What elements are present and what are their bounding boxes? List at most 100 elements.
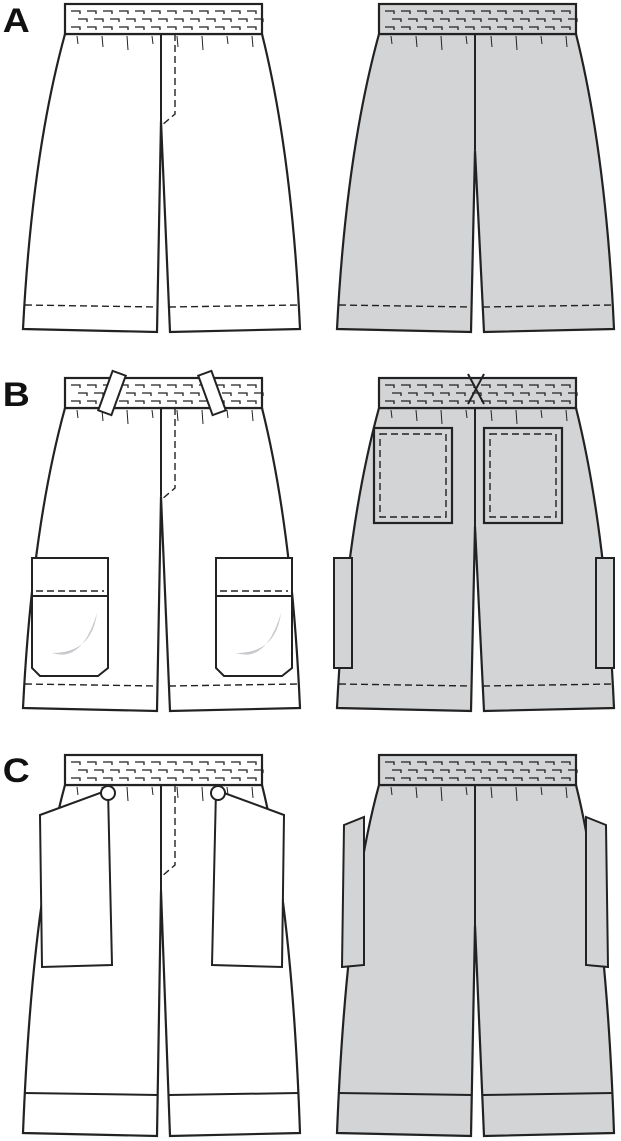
gather-mark <box>176 35 179 48</box>
elastic-stitch <box>87 761 97 765</box>
elastic-stitch <box>135 400 145 404</box>
elastic-stitch <box>449 777 459 781</box>
elastic-stitch <box>488 392 498 396</box>
cuff-fold <box>23 1092 300 1096</box>
elastic-stitch <box>408 18 418 22</box>
elastic-stitch <box>71 400 81 404</box>
gather-mark <box>251 35 254 48</box>
elastic-stitch <box>401 26 411 30</box>
elastic-stitch <box>199 761 209 765</box>
elastic-stitch <box>433 384 443 388</box>
elastic-stitch <box>433 777 443 781</box>
elastic-stitch <box>174 18 184 22</box>
elastic-stitch <box>103 777 113 781</box>
elastic-stitch <box>94 769 104 773</box>
elastic-stitch <box>488 18 498 22</box>
elastic-stitch <box>238 769 248 773</box>
elastic-stitch <box>119 10 129 14</box>
elastic-stitch <box>440 769 450 773</box>
front-pocket-left <box>38 788 114 969</box>
elastic-stitch <box>561 400 571 404</box>
elastic-stitch <box>417 384 427 388</box>
elastic-stitch <box>520 769 530 773</box>
gather-mark <box>151 786 154 796</box>
elastic-stitch <box>71 777 81 781</box>
elastic-stitch <box>545 400 555 404</box>
view-label-c: C <box>2 752 30 790</box>
gather-mark <box>440 786 443 802</box>
elastic-stitch <box>392 769 402 773</box>
gather-mark <box>565 409 568 422</box>
fly-stitching <box>160 34 176 127</box>
elastic-stitch <box>561 384 571 388</box>
gather-mark <box>540 409 543 419</box>
gather-mark <box>465 786 468 796</box>
elastic-stitch <box>142 18 152 22</box>
gather-mark <box>126 409 129 425</box>
elastic-stitch <box>568 769 578 773</box>
hem-stitching <box>338 304 613 308</box>
elastic-stitch <box>215 26 225 30</box>
elastic-stitch <box>87 10 97 14</box>
elastic-stitch <box>87 400 97 404</box>
elastic-stitch <box>231 10 241 14</box>
side-pocket-right <box>595 557 615 669</box>
elastic-stitch <box>119 777 129 781</box>
elastic-stitch <box>449 384 459 388</box>
elastic-stitch <box>529 761 539 765</box>
elastic-stitch <box>449 26 459 30</box>
elastic-stitch <box>158 392 168 396</box>
elastic-stitch <box>465 10 475 14</box>
view-label-a: A <box>2 2 30 40</box>
view-label-b: B <box>2 376 30 414</box>
hem-stitching <box>338 683 613 687</box>
elastic-stitch <box>504 392 514 396</box>
elastic-stitch <box>254 18 264 22</box>
elastic-stitch <box>536 392 546 396</box>
gather-mark <box>540 786 543 796</box>
elastic-stitch <box>87 26 97 30</box>
elastic-stitch <box>151 400 161 404</box>
elastic-stitch <box>103 26 113 30</box>
elastic-stitch <box>167 26 177 30</box>
gather-mark <box>465 409 468 419</box>
elastic-stitch <box>481 761 491 765</box>
gather-mark <box>565 786 568 799</box>
gather-mark <box>201 786 204 802</box>
elastic-stitch <box>417 400 427 404</box>
gather-mark <box>76 35 79 45</box>
gather-mark <box>490 35 493 48</box>
side-pocket-left <box>340 815 365 969</box>
elastic-stitch <box>529 777 539 781</box>
pocket-stitching <box>379 433 447 518</box>
elastic-stitch <box>472 18 482 22</box>
elastic-stitch <box>78 392 88 396</box>
front-view-2 <box>21 753 302 1138</box>
elastic-stitch <box>385 777 395 781</box>
elastic-stitch <box>183 26 193 30</box>
front-view-1 <box>21 369 302 713</box>
elastic-stitch <box>71 761 81 765</box>
elastic-stitch <box>183 761 193 765</box>
elastic-stitch <box>71 384 81 388</box>
elastic-stitch <box>254 769 264 773</box>
elastic-stitch <box>174 392 184 396</box>
elastic-stitch <box>254 392 264 396</box>
elastic-stitch <box>513 384 523 388</box>
fly-stitching <box>160 408 176 501</box>
elastic-stitch <box>385 384 395 388</box>
elastic-stitch <box>408 769 418 773</box>
elastic-stitch <box>71 10 81 14</box>
elastic-stitch <box>151 26 161 30</box>
back-pocket-right <box>482 426 564 525</box>
gather-mark <box>415 786 418 799</box>
gather-mark <box>390 786 393 796</box>
elastic-stitch <box>167 10 177 14</box>
elastic-stitch <box>552 392 562 396</box>
elastic-stitch <box>87 777 97 781</box>
elastic-stitch <box>456 769 466 773</box>
gather-mark <box>126 35 129 51</box>
hem-stitching <box>24 304 299 308</box>
shorts-body <box>335 32 616 334</box>
